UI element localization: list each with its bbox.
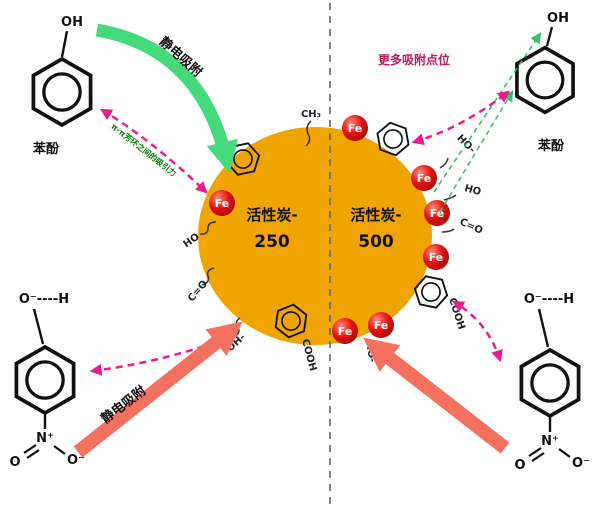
oxygen-minus-label: O⁻ [67, 453, 85, 468]
nitrogen-label: N⁺ [36, 431, 54, 446]
double-bond-line [528, 447, 542, 457]
nitrogen-label: N⁺ [541, 434, 559, 449]
double-bond-line [23, 444, 37, 454]
squiggle-co-left [201, 267, 215, 286]
oxygen-label: O [9, 455, 20, 470]
fe-site: Fe [209, 190, 235, 216]
fe-site: Fe [332, 318, 358, 344]
fe-circle [368, 312, 394, 338]
nitrophenol-molecule-bottom-left: O⁻----H N⁺ O O⁻ [9, 292, 84, 470]
benzene-ring [31, 57, 93, 127]
squiggle-hominus-right [439, 157, 449, 169]
fe-circle [332, 318, 358, 344]
fe-circle [209, 190, 235, 216]
fe-circle [423, 244, 449, 270]
pi-pi-arrow-bottom-left [89, 332, 239, 376]
phenol-molecule-top-right: OH 苯酚 [515, 11, 575, 154]
nitrophenol-molecule-bottom-right: O⁻----H N⁺ O O⁻ [514, 292, 589, 473]
fe-circle [342, 115, 368, 141]
fe-site: Fe [342, 115, 368, 141]
fe-site: Fe [411, 165, 437, 191]
phenol-name: 苯酚 [32, 141, 60, 157]
phenol-name: 苯酚 [537, 138, 565, 154]
fe-site: Fe [423, 244, 449, 270]
electrostatic-arrow-bottom-right [363, 337, 510, 454]
hbond-label: O⁻----H [19, 292, 69, 307]
electrostatic-arrow-bottom-left [73, 321, 243, 458]
double-bond-line [26, 449, 40, 459]
more-sites-arrow-1 [433, 32, 542, 193]
activated-carbon-particle [198, 127, 432, 345]
group-cooh-right-label: COOH [446, 297, 467, 332]
pi-pi-arrow-top-right [411, 90, 510, 146]
squiggle-co-right [441, 228, 455, 233]
fe-site: Fe [424, 200, 450, 226]
carbon-right-temp: 500 [358, 232, 394, 252]
fe-circle [411, 165, 437, 191]
bond-line [545, 26, 554, 47]
oh-label: OH [547, 11, 569, 26]
group-ho-right-label: HO [463, 183, 482, 198]
double-bond-line [531, 452, 545, 462]
benzene-ring [515, 45, 575, 115]
pi-pi-arrow-top-left [99, 108, 208, 194]
carbon-left-temp: 250 [254, 232, 290, 252]
bond-line [558, 448, 571, 458]
bond-line [537, 308, 550, 348]
squiggle-ch3 [305, 120, 312, 147]
bond-line [60, 30, 69, 58]
squiggle-ho-left [199, 221, 217, 235]
fe-label: Fe [374, 319, 389, 332]
electrostatic-arrow-top-left [95, 23, 238, 174]
fe-label: Fe [348, 122, 363, 135]
fe-label: Fe [417, 172, 432, 185]
fe-label: Fe [215, 197, 230, 210]
pi-pi-arrow-bottom-right [451, 300, 503, 363]
fe-label: Fe [338, 325, 353, 338]
group-co-right-label: C=O [458, 217, 485, 237]
benzene-ring [519, 348, 581, 418]
carbon-left-name: 活性炭- [246, 206, 297, 224]
oh-label: OH [61, 15, 83, 30]
phenol-molecule-top-left: OH 苯酚 [31, 15, 93, 157]
bond-line [53, 445, 66, 455]
carbon-right-name: 活性炭- [350, 206, 401, 224]
oxygen-minus-label: O⁻ [572, 456, 590, 471]
more-sites-label: 更多吸附点位 [378, 52, 450, 67]
bond-line [32, 308, 45, 345]
fe-label: Fe [429, 251, 444, 264]
fe-site: Fe [368, 312, 394, 338]
fe-circle [424, 200, 450, 226]
pi-pi-label: π-π芳环之间的吸引力 [109, 121, 178, 178]
group-ch3-label: CH₃ [301, 109, 321, 120]
benzene-ring [14, 345, 76, 415]
oxygen-label: O [514, 458, 525, 473]
hbond-label: O⁻----H [524, 292, 574, 307]
squiggle-ho-right [443, 194, 457, 201]
